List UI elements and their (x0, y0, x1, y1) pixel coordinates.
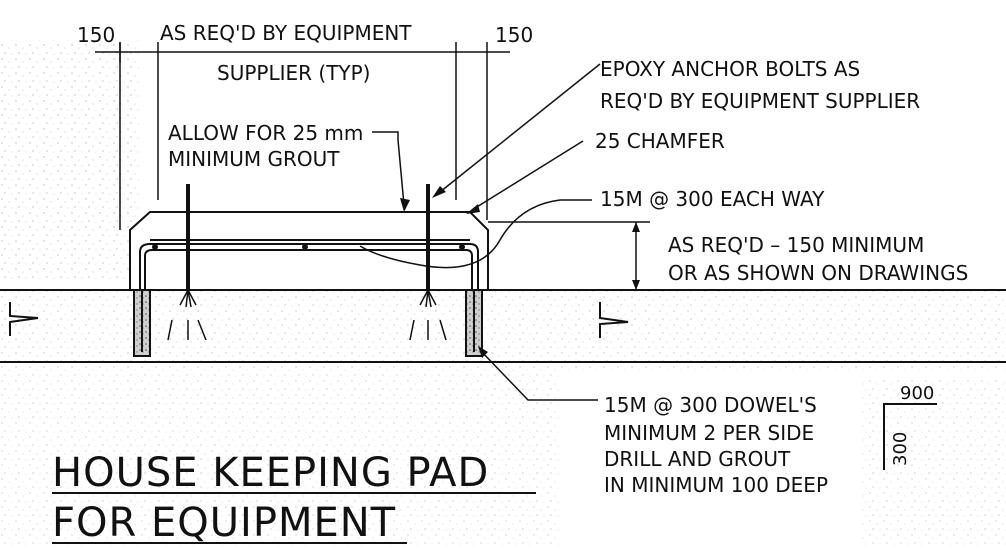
bottom-rebar-hooked (139, 243, 479, 290)
background-texture-bottom-right (860, 380, 1006, 548)
hook-height-label: 300 (890, 432, 911, 466)
dim-right-label: 150 (495, 23, 533, 47)
epoxy-spray-right (409, 289, 447, 341)
note-grout-2: MINIMUM GROUT (168, 147, 340, 171)
dim-arrow (632, 280, 640, 290)
leader-anchor (439, 63, 601, 193)
title-line-2: FOR EQUIPMENT (52, 500, 396, 546)
title-line-1: HOUSE KEEPING PAD (52, 450, 489, 496)
epoxy-spray-left (167, 289, 207, 341)
leader-arrow (478, 346, 488, 358)
background-texture-bottom (0, 370, 560, 548)
dim-center-label-2: SUPPLIER (TYP) (217, 61, 371, 85)
note-anchor-1: EPOXY ANCHOR BOLTS AS (600, 57, 860, 81)
inner-rebar-hooked (144, 249, 473, 290)
leader-arrow (400, 198, 410, 212)
note-thickness-1: AS REQ'D – 150 MINIMUM (668, 233, 924, 257)
note-dowel-1: 15M @ 300 DOWEL'S (604, 393, 817, 417)
leader-chamfer (471, 140, 584, 211)
note-chamfer: 25 CHAMFER (595, 129, 725, 153)
dim-center-label-1: AS REQ'D BY EQUIPMENT (160, 21, 412, 45)
leader-dowel (479, 349, 598, 401)
break-line-right (599, 302, 629, 338)
note-grout-1: ALLOW FOR 25 mm (168, 121, 363, 145)
note-anchor-2: REQ'D BY EQUIPMENT SUPPLIER (600, 89, 920, 113)
leader-grout (372, 131, 405, 206)
callouts: EPOXY ANCHOR BOLTS AS REQ'D BY EQUIPMENT… (168, 57, 968, 497)
rebar-dot (459, 244, 465, 250)
hook-detail (883, 403, 937, 470)
break-line-left (9, 302, 39, 336)
drawing-title: HOUSE KEEPING PAD FOR EQUIPMENT (52, 450, 536, 546)
leader-arrow (466, 204, 480, 214)
leader-rebar (359, 199, 592, 269)
background-texture-left (0, 40, 140, 280)
leader-arrow (432, 186, 446, 198)
top-dimension: 150 150 AS REQ'D BY EQUIPMENT SUPPLIER (… (77, 21, 533, 230)
note-dowel-2: MINIMUM 2 PER SIDE (604, 421, 814, 445)
note-thickness-2: OR AS SHOWN ON DRAWINGS (668, 261, 968, 285)
dim-left-label: 150 (77, 23, 115, 47)
rebar-dot (302, 244, 308, 250)
slab-texture (0, 290, 1006, 370)
hook-length-label: 900 (900, 383, 934, 404)
dim-arrow (632, 222, 640, 232)
note-dowel-4: IN MINIMUM 100 DEEP (604, 473, 828, 497)
rebar-dot (152, 244, 158, 250)
note-rebar: 15M @ 300 EACH WAY (600, 187, 825, 211)
note-dowel-3: DRILL AND GROUT (604, 447, 791, 471)
